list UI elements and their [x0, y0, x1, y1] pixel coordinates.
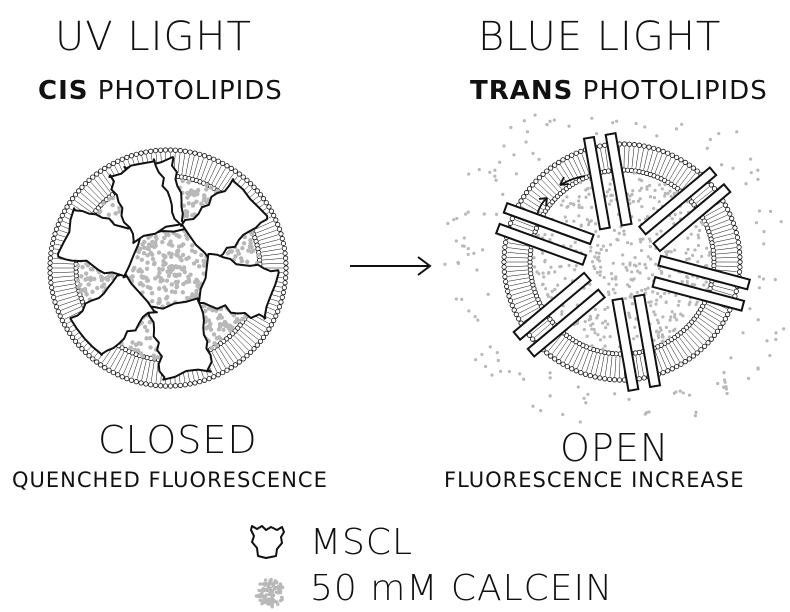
right-subheading: TRANS PHOTOLIPIDS: [470, 76, 768, 106]
legend-calcein-label: 50 mM CALCEIN: [310, 568, 613, 609]
transition-arrow: [350, 257, 430, 275]
closed-vesicle: [48, 148, 288, 388]
open-vesicle: [443, 113, 785, 423]
left-subheading: CIS PHOTOLIPIDS: [38, 76, 283, 106]
mscl-icon: [251, 526, 284, 558]
left-heading: UV LIGHT: [55, 14, 252, 60]
trans-label: TRANS: [470, 76, 573, 106]
cis-label: CIS: [38, 76, 88, 106]
closed-state-label: CLOSED: [98, 418, 258, 462]
open-caption: FLUORESCENCE INCREASE: [444, 468, 744, 492]
right-heading: BLUE LIGHT: [478, 14, 721, 60]
legend-mscl-label: MSCL: [310, 522, 413, 563]
closed-caption: QUENCHED FLUORESCENCE: [12, 468, 328, 492]
open-state-label: OPEN: [560, 426, 669, 470]
photolipids-label: PHOTOLIPIDS: [88, 76, 282, 106]
calcein-icon: [255, 578, 285, 609]
photolipids-label: PHOTOLIPIDS: [573, 76, 767, 106]
